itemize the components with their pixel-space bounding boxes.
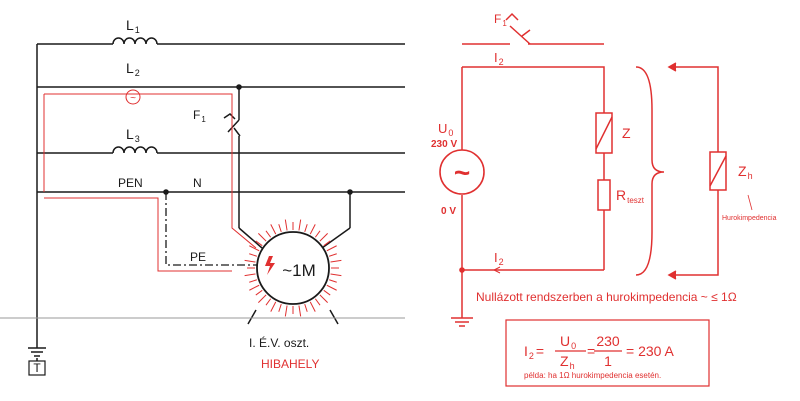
spark-line: [323, 240, 331, 247]
spark-line: [319, 294, 329, 304]
spark-line: [284, 305, 288, 317]
l3-label: L3: [126, 126, 140, 144]
voltage-bottom: 0 V: [441, 206, 456, 217]
left-network: [28, 37, 405, 376]
ground-box: [28, 360, 46, 376]
spark-line: [314, 298, 321, 306]
spark-line: [323, 289, 331, 296]
spark-line: [265, 230, 272, 238]
spark-line: [330, 259, 342, 263]
spark-line: [255, 240, 263, 247]
source-symbol: ~: [454, 157, 470, 188]
formula-result: = 230 A: [626, 343, 675, 359]
formula-num: U0: [560, 333, 576, 351]
n-label: N: [193, 176, 202, 190]
pen-label: PEN: [118, 176, 143, 190]
spark-line: [284, 219, 288, 231]
l1-label: L1: [126, 17, 140, 35]
formula-lhs: I2=: [524, 343, 544, 361]
svg-text:~: ~: [130, 93, 136, 104]
fault-loop: [43, 93, 257, 272]
pe-line: [165, 192, 258, 266]
spark-line: [309, 224, 316, 235]
spark-line: [298, 305, 302, 317]
spark-line: [309, 301, 316, 312]
fuse-right-label: F1: [494, 12, 507, 28]
spark-line: [326, 245, 337, 252]
zh-caption: Hurokimpedencia: [722, 215, 777, 222]
spark-line: [328, 279, 337, 283]
spark-line: [255, 289, 263, 296]
formula-num2: 230: [596, 333, 620, 349]
fuse-right: [509, 25, 531, 45]
fuse-left-label: F1: [193, 108, 206, 124]
l1-coil: [112, 37, 158, 45]
motor-label: ~1M: [282, 261, 316, 280]
spark-line: [319, 232, 329, 242]
spark-line: [244, 273, 256, 277]
spark-line: [244, 259, 256, 263]
spark-line: [257, 294, 267, 304]
formula-den2: 1: [604, 353, 612, 369]
l2-label: L2: [126, 60, 140, 78]
current-top-label: I2: [494, 50, 504, 67]
spark-line: [330, 273, 342, 277]
note-text: Nullázott rendszerben a hurokimpedencia …: [476, 290, 737, 304]
pe-label: PE: [190, 250, 206, 264]
fault-text: HIBAHELY: [261, 357, 319, 371]
spark-line: [314, 230, 321, 238]
fuse-left: [227, 119, 240, 133]
spark-line: [249, 284, 260, 291]
spark-line: [326, 284, 337, 291]
voltage-top: 230 V: [431, 139, 457, 150]
brace: [635, 66, 665, 276]
class-text: I. É.V. oszt.: [249, 335, 309, 350]
spark-line: [304, 224, 308, 233]
z-label: Z: [622, 125, 631, 141]
spark-line: [270, 224, 277, 235]
ground-box-label: T: [33, 361, 41, 375]
rtest-label: Rteszt: [616, 187, 645, 205]
spark-line: [249, 279, 258, 283]
source-label: U0: [438, 121, 453, 138]
right-circuit: [439, 12, 753, 387]
spark-line: [278, 303, 282, 312]
spark-line: [328, 253, 337, 257]
spark-line: [278, 224, 282, 233]
current-bottom-label: I2: [494, 250, 504, 267]
spark-line: [249, 245, 260, 252]
svg-text:=: =: [587, 343, 595, 359]
formula-den: Zh: [560, 353, 575, 371]
spark-line: [298, 219, 302, 231]
formula-example: példa: ha 1Ω hurokimpedencia esetén.: [524, 371, 661, 380]
fault-bolt-icon: [265, 256, 275, 275]
spark-line: [265, 298, 272, 306]
l3-coil: [112, 146, 158, 154]
spark-line: [257, 232, 267, 242]
spark-line: [270, 301, 277, 312]
motor: ~1M: [244, 219, 342, 317]
spark-line: [249, 253, 258, 257]
spark-line: [304, 303, 308, 312]
formula-box: [505, 319, 710, 387]
zh-label: Zh: [738, 163, 753, 181]
l2-meter-circle: [125, 89, 141, 105]
